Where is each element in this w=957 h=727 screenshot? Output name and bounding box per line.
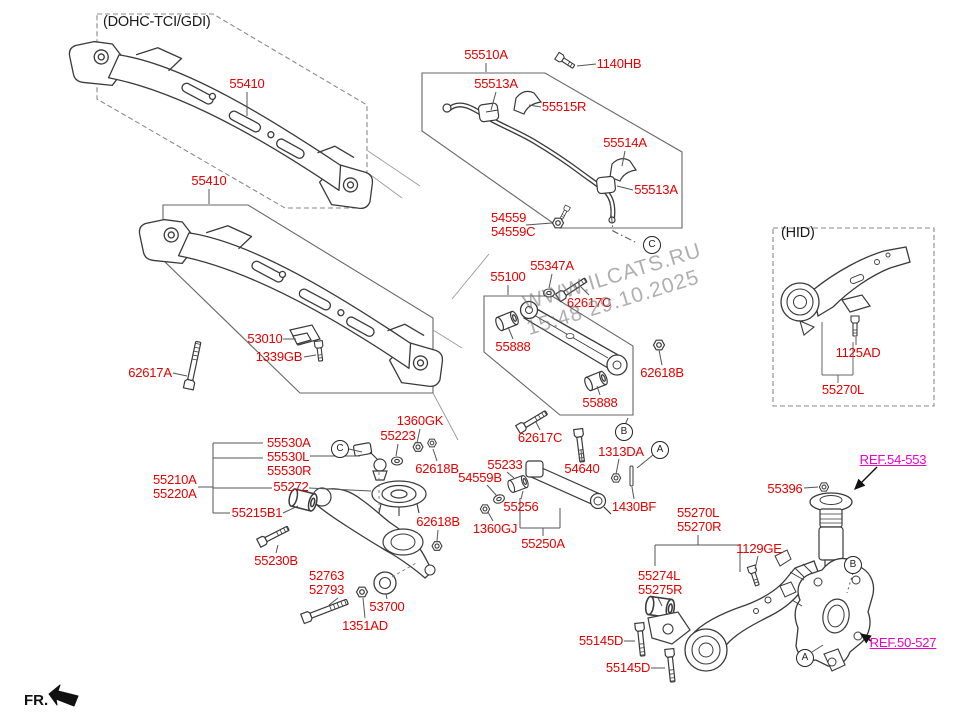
part-label-55220a[interactable]: 55220A	[153, 486, 197, 501]
leader-lines	[172, 63, 878, 669]
part-label-55530-group[interactable]: 55530A 55530L 55530R	[267, 435, 312, 478]
ref-link-54-553[interactable]: REF.54-553	[859, 452, 927, 467]
part-label-1351ad[interactable]: 1351AD	[342, 618, 388, 633]
part-label-62617a[interactable]: 62617A	[128, 365, 172, 380]
knuckle-illustration	[774, 549, 875, 672]
part-label-55100[interactable]: 55100	[490, 269, 526, 284]
part-label-52763[interactable]: 52763	[309, 568, 345, 583]
part-label-1313da[interactable]: 1313DA	[598, 444, 644, 459]
assist-arm-upper-illustration	[493, 275, 666, 435]
ref-link-50-527[interactable]: REF.50-527	[869, 635, 937, 650]
part-label-52763-group[interactable]: 52763 52793	[309, 569, 344, 597]
section-marker-b-mid: B	[615, 423, 633, 441]
part-label-1430bf[interactable]: 1430BF	[611, 499, 657, 514]
section-marker-c-mid: C	[331, 440, 349, 458]
section-marker-b-right: B	[844, 556, 862, 574]
construction-lines	[367, 150, 490, 441]
part-label-55272[interactable]: 55272	[273, 479, 309, 494]
section-marker-a-right: A	[796, 649, 814, 667]
part-label-55888-upper[interactable]: 55888	[495, 339, 531, 354]
part-label-55530r[interactable]: 55530R	[267, 463, 312, 478]
part-label-55223[interactable]: 55223	[380, 428, 416, 443]
part-label-55270r[interactable]: 55270R	[677, 519, 722, 534]
part-label-55215b1[interactable]: 55215B1	[231, 505, 283, 520]
part-label-55513a-right[interactable]: 55513A	[634, 182, 678, 197]
part-label-55396[interactable]: 55396	[767, 481, 803, 496]
part-label-1129ge[interactable]: 1129GE	[736, 541, 782, 556]
front-direction-label: FR.	[24, 692, 49, 709]
part-label-55145d-upper[interactable]: 55145D	[578, 633, 624, 648]
part-label-55230b[interactable]: 55230B	[254, 553, 298, 568]
part-label-55210-group[interactable]: 55210A 55220A	[153, 473, 197, 501]
section-marker-c-top: C	[643, 236, 661, 254]
part-label-55250a[interactable]: 55250A	[521, 536, 565, 551]
part-label-54559b[interactable]: 54559B	[458, 470, 502, 485]
part-label-54559-group[interactable]: 54559 54559C	[491, 210, 536, 239]
part-label-54559c[interactable]: 54559C	[491, 224, 536, 239]
variant-title-dohc: (DOHC-TCI/GDI)	[103, 14, 211, 30]
part-label-1360gj[interactable]: 1360GJ	[472, 521, 518, 536]
assist-arm-lower-illustration	[479, 427, 634, 515]
part-label-54559[interactable]: 54559	[491, 210, 527, 225]
part-label-55530a[interactable]: 55530A	[267, 435, 311, 450]
part-label-1125ad[interactable]: 1125AD	[835, 345, 881, 360]
front-direction-arrow-icon	[48, 684, 79, 707]
part-label-55888-lower[interactable]: 55888	[582, 395, 618, 410]
part-label-55274l[interactable]: 55274L	[638, 568, 681, 583]
crossmember-illustration	[120, 197, 466, 396]
stabilizer-bar-illustration	[442, 51, 638, 244]
part-label-53700[interactable]: 53700	[369, 599, 405, 614]
part-label-1339gb[interactable]: 1339GB	[255, 349, 303, 364]
section-marker-a-mid: A	[651, 441, 669, 459]
variant-title-hid: (HID)	[781, 225, 815, 241]
part-label-55515r[interactable]: 55515R	[541, 99, 587, 114]
part-label-62617c-lower[interactable]: 62617C	[517, 430, 563, 445]
part-label-53010[interactable]: 53010	[247, 331, 283, 346]
part-label-54640[interactable]: 54640	[564, 461, 600, 476]
part-label-55510a[interactable]: 55510A	[464, 47, 508, 62]
part-label-55347a[interactable]: 55347A	[530, 258, 574, 273]
part-label-62618b-lower[interactable]: 62618B	[416, 514, 460, 529]
part-label-52793[interactable]: 52793	[309, 582, 345, 597]
part-label-55145d-lower[interactable]: 55145D	[605, 660, 651, 675]
variant-box-hid	[772, 227, 935, 407]
lower-arm-group-illustration	[256, 438, 443, 625]
part-label-55270l[interactable]: 55270L	[677, 505, 720, 520]
part-label-62618b-mid[interactable]: 62618B	[415, 461, 459, 476]
part-label-1360gk[interactable]: 1360GK	[396, 413, 444, 428]
part-label-62617c-upper[interactable]: 62617C	[566, 295, 612, 310]
part-label-55514a[interactable]: 55514A	[603, 135, 647, 150]
part-label-55270l-hid[interactable]: 55270L	[821, 382, 865, 397]
part-label-62618b-upper[interactable]: 62618B	[640, 365, 684, 380]
part-label-55274-group[interactable]: 55274L 55275R	[638, 568, 683, 597]
part-label-55256[interactable]: 55256	[503, 499, 539, 514]
part-label-55513a-left[interactable]: 55513A	[474, 76, 518, 91]
part-label-1140hb[interactable]: 1140HB	[596, 56, 642, 71]
part-label-55275r[interactable]: 55275R	[638, 582, 683, 597]
part-label-55233[interactable]: 55233	[487, 457, 523, 472]
part-label-55530l[interactable]: 55530L	[267, 449, 310, 464]
variant-box-dohc	[96, 13, 368, 209]
hid-arm-illustration	[780, 246, 911, 383]
part-label-55410[interactable]: 55410	[191, 173, 227, 188]
part-label-55210a[interactable]: 55210A	[153, 472, 197, 487]
part-label-55270-group[interactable]: 55270L 55270R	[677, 505, 722, 534]
part-label-55410-dohc[interactable]: 55410	[229, 76, 265, 91]
